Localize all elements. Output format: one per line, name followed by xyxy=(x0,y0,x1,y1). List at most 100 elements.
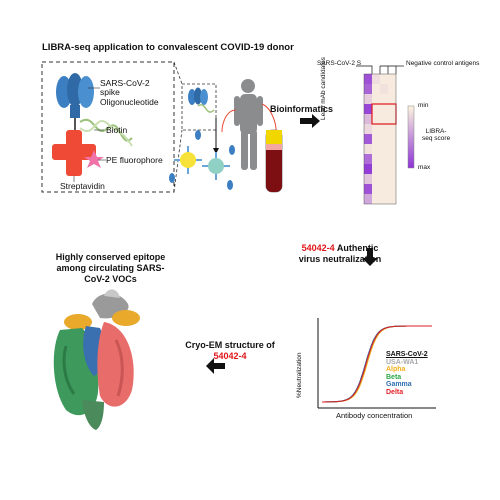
heatmap-cell xyxy=(380,194,388,204)
heatmap-cell xyxy=(372,94,380,104)
heatmap-cell xyxy=(364,194,372,204)
heatmap-cell xyxy=(364,134,372,144)
heatmap-cell xyxy=(388,164,396,174)
heatmap-cell xyxy=(380,154,388,164)
heatmap-cell xyxy=(372,124,380,134)
heatmap-cell xyxy=(388,94,396,104)
pe-label: PE fluorophore xyxy=(106,155,163,165)
legend-entry-delta: Delta xyxy=(386,388,404,396)
curve-delta xyxy=(322,325,432,403)
heatmap-cell xyxy=(372,164,380,174)
heatmap-cell xyxy=(372,184,380,194)
heatmap-cell xyxy=(372,114,380,124)
heatmap-cell xyxy=(380,84,388,94)
figure-title: LIBRA-seq application to convalescent CO… xyxy=(42,42,294,53)
heatmap-cell xyxy=(364,104,372,114)
heatmap-cell xyxy=(372,74,380,84)
neutralization-mab-id: 54042-4 xyxy=(301,243,335,253)
heatmap-cell xyxy=(388,174,396,184)
heatmap-cell xyxy=(388,134,396,144)
small-probe-box xyxy=(181,83,217,131)
donor-icon xyxy=(234,79,263,170)
b-cell-icon xyxy=(202,152,230,180)
legend-min: min xyxy=(418,102,429,109)
heatmap-cell xyxy=(372,194,380,204)
heatmap-cell xyxy=(364,114,372,124)
heatmap-outline xyxy=(363,73,397,205)
chart-xlabel: Antibody concentration xyxy=(336,411,413,420)
arrow-to-heatmap-icon xyxy=(300,114,320,128)
heatmap-cell xyxy=(388,124,396,134)
legend-max: max xyxy=(418,164,431,171)
heatmap-cell xyxy=(364,74,372,84)
heatmap-cell xyxy=(364,84,372,94)
b-cell-icon xyxy=(174,146,202,174)
heatmap-cell xyxy=(372,144,380,154)
heatmap-cell xyxy=(372,84,380,94)
oligonucleotide-icon xyxy=(79,118,133,147)
heatmap-cell xyxy=(364,124,372,134)
blood-tube-icon xyxy=(265,129,283,193)
heatmap-cell xyxy=(380,114,388,124)
heatmap-cell xyxy=(380,94,388,104)
heatmap-cell xyxy=(388,184,396,194)
legend-entry-gamma: Gamma xyxy=(386,381,412,388)
cryoem-prefix: Cryo-EM structure of xyxy=(185,340,275,350)
negative-control-label: Negative control antigens xyxy=(406,60,480,67)
epitope-label: Highly conserved epitope among circulati… xyxy=(55,252,166,284)
heatmap-cell xyxy=(364,184,372,194)
heatmap-cell xyxy=(380,124,388,134)
heatmap-cell xyxy=(380,184,388,194)
cryoem-label: Cryo-EM structure of 54042-4 xyxy=(175,340,285,362)
heatmap-cell xyxy=(372,174,380,184)
heatmap-cell xyxy=(388,114,396,124)
heatmap-cell xyxy=(388,104,396,114)
heatmap-cell xyxy=(372,154,380,164)
heatmap-cell xyxy=(372,134,380,144)
bioinformatics-label: Bioinformatics xyxy=(270,104,334,114)
biotin-label: Biotin xyxy=(106,125,128,135)
oligo-label: Oligonucleotide xyxy=(100,97,159,107)
spike-column-label: SARS-CoV-2 S xyxy=(317,60,362,67)
neutralization-text: Authentic virus neutralization xyxy=(298,243,382,264)
heatmap-cell xyxy=(364,174,372,184)
heatmap-cell xyxy=(364,144,372,154)
heatmap-cell xyxy=(388,84,396,94)
heatmap-cell xyxy=(380,144,388,154)
heatmap-cell xyxy=(380,174,388,184)
cryoem-mab-id: 54042-4 xyxy=(213,351,247,361)
heatmap-cell xyxy=(388,74,396,84)
inset-box xyxy=(41,61,175,193)
streptavidin-label: Streptavidin xyxy=(60,181,105,191)
chart-ylabel: %Neutralization xyxy=(296,352,303,398)
spike-icon xyxy=(56,73,94,118)
legend-entry-alpha: Alpha xyxy=(386,366,406,373)
legend-title: LIBRA- seq score xyxy=(422,128,451,142)
heatmap-cell xyxy=(380,134,388,144)
legend-entry-sars-cov-2: SARS-CoV-2 xyxy=(386,351,428,358)
heatmap-cell xyxy=(388,194,396,204)
heatmap-cell xyxy=(380,104,388,114)
heatmap-cell xyxy=(388,154,396,164)
small-spike-icon xyxy=(188,87,215,113)
legend-entry-beta: Beta xyxy=(386,373,402,381)
heatmap-cell xyxy=(380,74,388,84)
heatmap-cell xyxy=(364,94,372,104)
heatmap-cell xyxy=(388,144,396,154)
heatmap-cell xyxy=(364,154,372,164)
streptavidin-icon xyxy=(52,130,96,176)
heatmap-cell xyxy=(364,164,372,174)
heatmap-cell xyxy=(380,164,388,174)
spike-probe-icon xyxy=(169,130,235,190)
heatmap-cells xyxy=(363,73,397,205)
neutralization-label: 54042-4 Authentic virus neutralization xyxy=(275,243,405,265)
heatmap-legend-bar xyxy=(407,105,415,169)
heatmap-cell xyxy=(372,104,380,114)
